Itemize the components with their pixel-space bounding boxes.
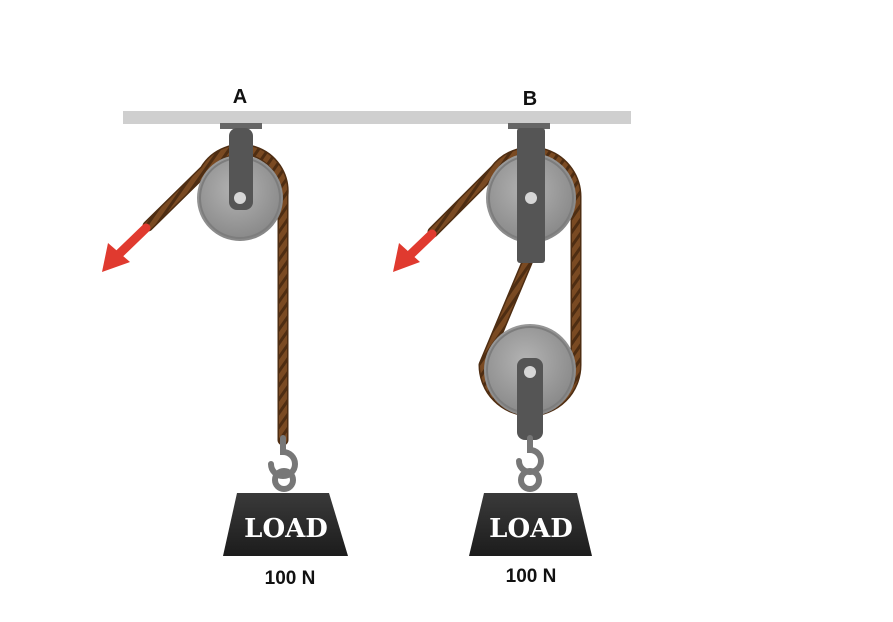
load-weight-b bbox=[469, 493, 592, 556]
bottom-pulley-bracket-b bbox=[517, 358, 543, 440]
pulley-system-a: A LOAD 100 N bbox=[102, 86, 348, 589]
top-axle-b bbox=[525, 192, 537, 204]
load-weight-value-a: 100 N bbox=[265, 568, 316, 589]
load-weight-a bbox=[223, 493, 348, 556]
pull-arrow-b bbox=[393, 229, 437, 272]
label-a: A bbox=[233, 86, 247, 108]
bottom-axle-b bbox=[524, 366, 536, 378]
label-b: B bbox=[523, 88, 537, 110]
hook-a bbox=[268, 435, 298, 492]
pulley-bracket-a bbox=[229, 128, 253, 210]
hook-b bbox=[516, 435, 544, 492]
pull-arrow-a bbox=[102, 223, 151, 272]
ceiling-beam bbox=[123, 111, 631, 124]
load-text-b: LOAD bbox=[489, 514, 573, 544]
mount-plate-b bbox=[508, 123, 550, 129]
mount-plate-a bbox=[220, 123, 262, 129]
axle-a bbox=[234, 192, 246, 204]
load-text-a: LOAD bbox=[244, 514, 328, 544]
load-weight-value-b: 100 N bbox=[506, 566, 557, 587]
pulley-system-b: B LOAD 100 N bbox=[393, 88, 592, 587]
